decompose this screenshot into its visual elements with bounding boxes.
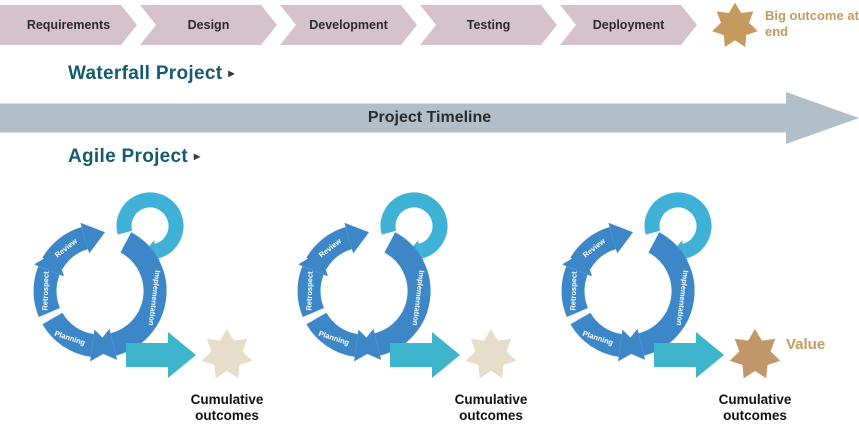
agile-cycle-1: Planning Retrospect Review Implementatio… xyxy=(0,186,264,423)
stage-chevron-testing: Testing xyxy=(420,5,557,45)
review-arrowhead-icon xyxy=(80,222,105,254)
cumulative-outcomes-label: Cumulative outcomes xyxy=(454,392,528,424)
outcome-star-icon xyxy=(201,329,253,379)
cumulative-outcomes-label: Cumulative outcomes xyxy=(718,392,792,424)
waterfall-stage-row: Requirements Design Development Testing … xyxy=(0,2,859,50)
implementation-arrowhead-icon xyxy=(92,328,118,360)
stage-chevron-requirements: Requirements xyxy=(0,5,137,45)
implementation-arrowhead-icon xyxy=(620,328,646,360)
agile-cycle-2: Planning Retrospect Review Implementatio… xyxy=(264,186,528,423)
retrospect-arc-icon xyxy=(297,266,325,317)
heading-arrow-icon: ▸ xyxy=(228,66,235,80)
stage-chevron-deployment: Deployment xyxy=(560,5,697,45)
retrospect-arc-icon xyxy=(33,266,61,317)
implementation-arc-icon xyxy=(374,232,431,356)
agile-cycles-row: Planning Retrospect Review Implementatio… xyxy=(0,186,825,423)
planning-arc-icon xyxy=(570,312,623,357)
outcome-arrow-icon xyxy=(126,332,196,378)
stage-label: Development xyxy=(309,18,388,32)
outcome-arrow-icon xyxy=(654,332,724,378)
retrospect-label: Retrospect xyxy=(568,271,578,311)
implementation-arrowhead-icon xyxy=(356,328,382,360)
cumulative-outcomes-label: Cumulative outcomes xyxy=(190,392,264,424)
project-timeline-label: Project Timeline xyxy=(367,109,492,126)
review-arc-icon xyxy=(306,227,353,270)
planning-arc-icon xyxy=(306,312,359,357)
project-timeline-arrow: Project Timeline xyxy=(0,92,859,144)
stage-chevrons: Requirements Design Development Testing … xyxy=(0,5,700,45)
planning-arc-icon xyxy=(42,312,95,357)
value-label: Value xyxy=(786,336,826,353)
stage-chevron-design: Design xyxy=(140,5,277,45)
review-arrowhead-icon xyxy=(344,222,369,254)
retrospect-label: Retrospect xyxy=(304,271,314,311)
agile-cycle-3: Planning Retrospect Review Implementatio… xyxy=(528,186,825,423)
stage-label: Deployment xyxy=(592,18,665,32)
review-arrowhead-icon xyxy=(608,222,633,254)
waterfall-project-label: Waterfall Project xyxy=(68,63,223,84)
iteration-loop-icon xyxy=(116,192,184,259)
stage-label: Testing xyxy=(466,18,511,32)
waterfall-project-heading: Waterfall Project ▸ xyxy=(68,63,235,85)
agile-project-label: Agile Project xyxy=(68,146,189,167)
big-outcome-label: Big outcome at end xyxy=(765,8,859,39)
implementation-arc-icon xyxy=(638,232,695,356)
stage-label: Design xyxy=(187,18,230,32)
sprint-cycle-icon: Planning Retrospect Review Implementatio… xyxy=(33,192,253,379)
stage-chevron-development: Development xyxy=(280,5,417,45)
review-arc-icon xyxy=(42,227,89,270)
starburst-shape xyxy=(712,2,758,48)
retrospect-arc-icon xyxy=(561,266,589,317)
sprint-cycle-icon: Planning Retrospect Review Implementatio… xyxy=(561,192,781,379)
review-arc-icon xyxy=(570,227,617,270)
stage-label: Requirements xyxy=(26,18,111,32)
iteration-loop-icon xyxy=(380,192,448,259)
iteration-loop-icon xyxy=(644,192,712,259)
agile-project-heading: Agile Project ▸ xyxy=(68,146,200,168)
outcome-star-icon xyxy=(465,329,517,379)
heading-arrow-icon: ▸ xyxy=(194,149,201,163)
outcome-arrow-icon xyxy=(390,332,460,378)
value-star-icon xyxy=(729,329,781,379)
retrospect-label: Retrospect xyxy=(40,271,50,311)
sprint-cycle-icon: Planning Retrospect Review Implementatio… xyxy=(297,192,517,379)
implementation-arc-icon xyxy=(110,232,167,356)
big-outcome-star-icon xyxy=(712,2,758,48)
